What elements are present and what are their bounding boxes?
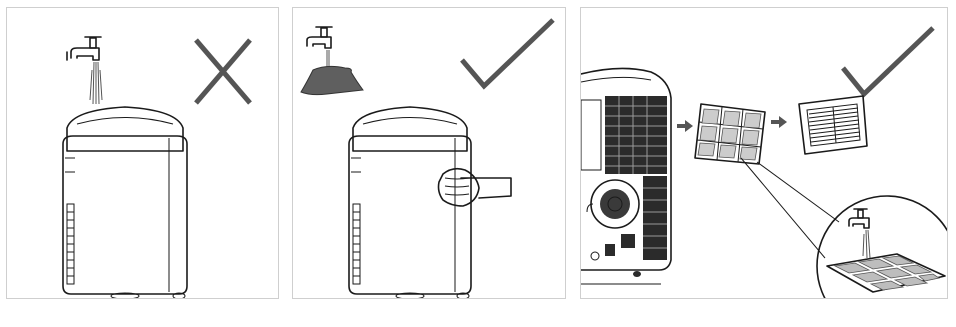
arrow-right-icon [771,116,787,128]
panel-clean-filter [580,7,948,299]
faucet-icon [849,209,869,228]
water-drip [327,50,329,68]
check-mark-icon [843,28,933,94]
wet-cloth-icon [301,66,363,94]
filter-panel [827,254,945,292]
filter-frame [799,96,867,154]
air-conditioner-unit [63,107,187,299]
hand-wiping-icon [439,169,512,206]
check-mark-icon [462,20,553,86]
water-stream [90,62,102,104]
filter-panel [695,104,765,164]
panel-wipe-with-cloth [292,7,566,299]
faucet-icon [307,27,332,48]
x-mark-icon [196,40,250,103]
air-conditioner-unit [349,107,471,299]
panel-no-water-spray [6,7,279,299]
faucet-icon [67,37,101,60]
unit-rear-view [581,68,671,284]
arrow-right-icon [677,120,693,132]
water-stream [863,230,870,258]
rinse-filter-inset [817,196,948,299]
